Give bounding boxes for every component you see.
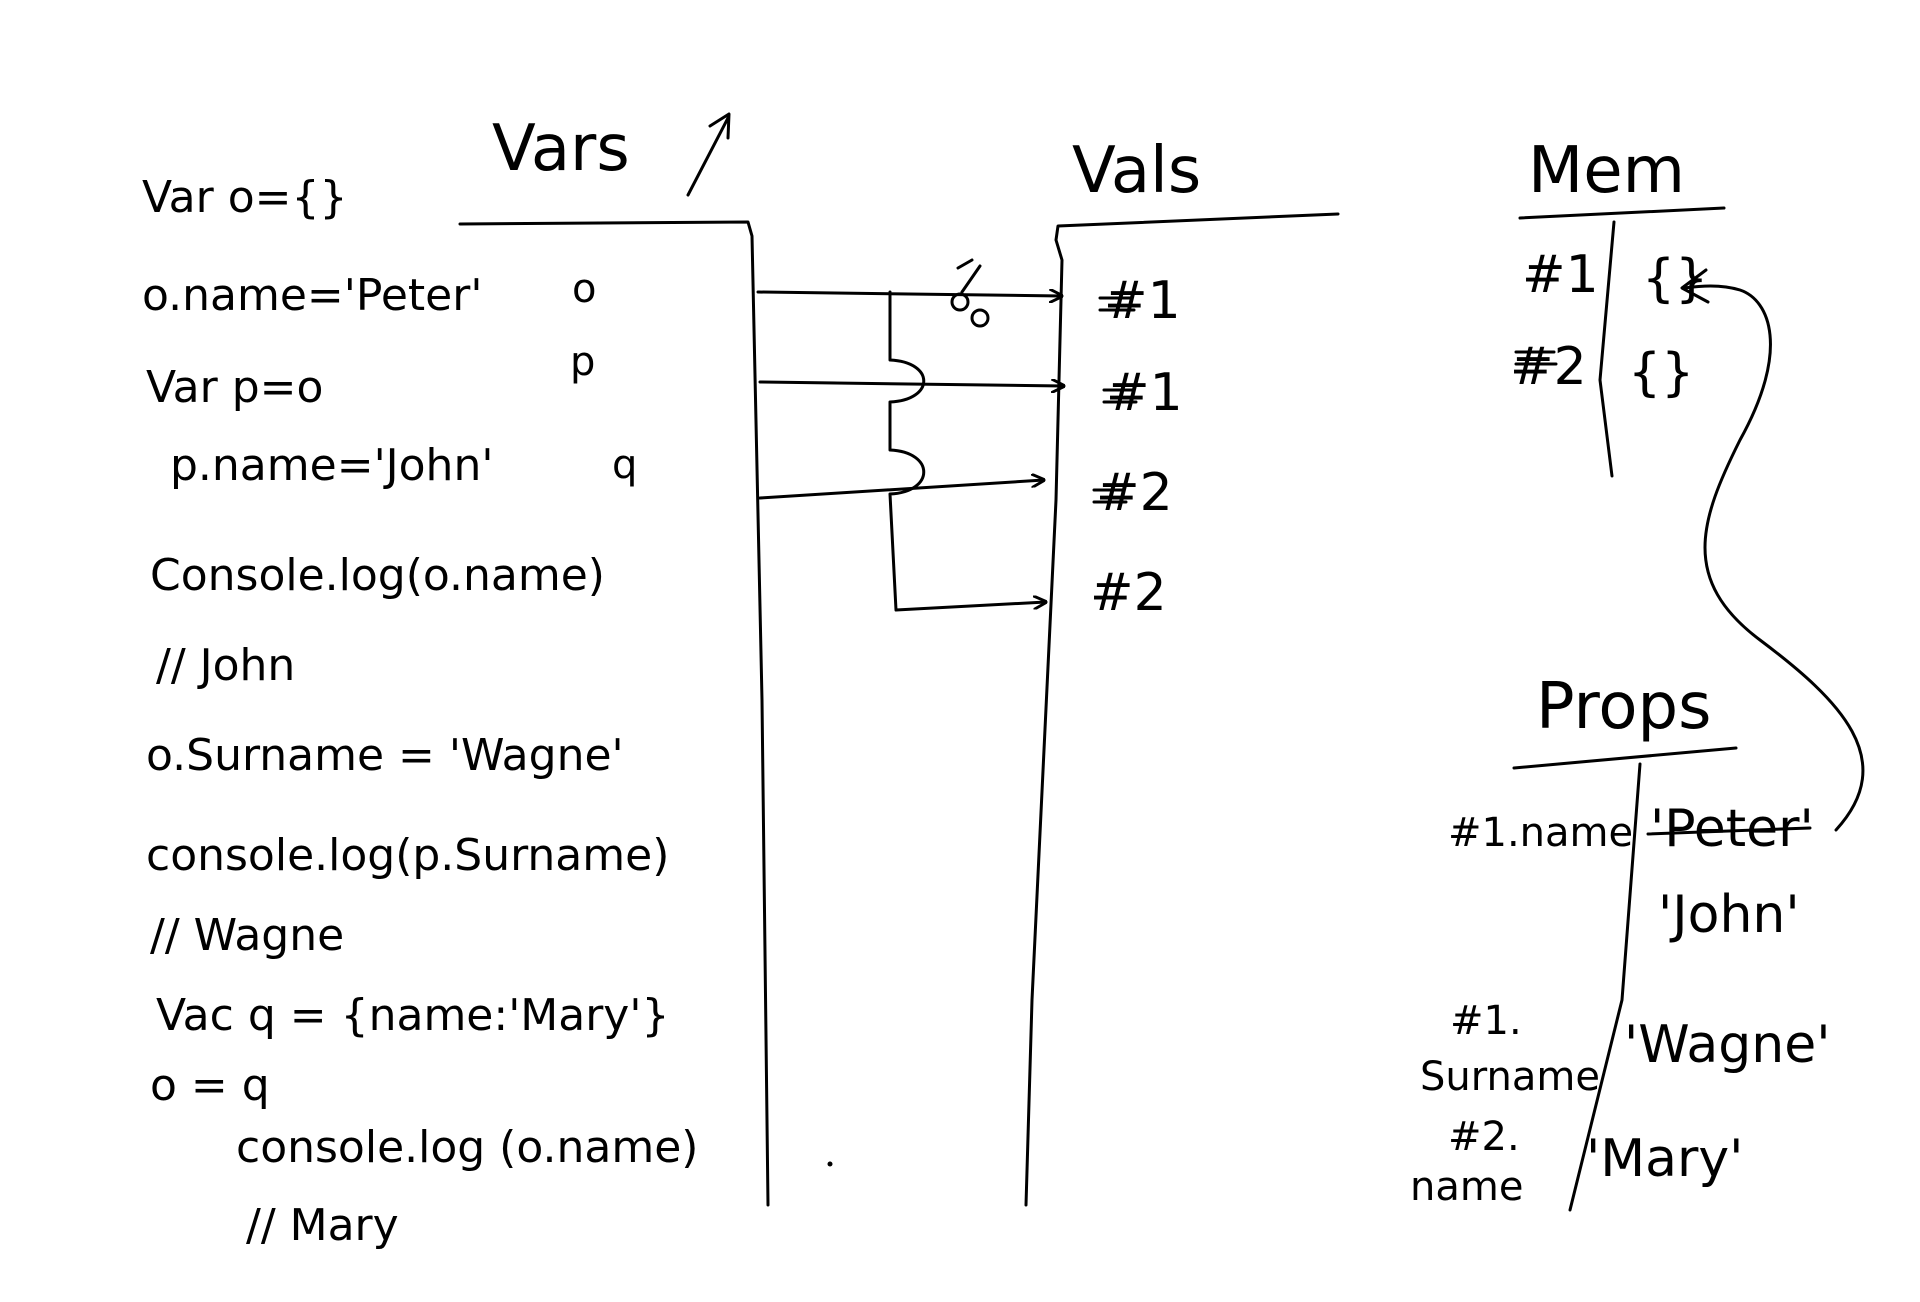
prop-value: 'John' <box>1658 885 1800 945</box>
mem-id: #1 <box>1522 245 1599 305</box>
code-line: Vac q = {name:'Mary'} <box>156 990 669 1041</box>
vars-header: Vars <box>492 112 630 186</box>
code-line: p.name='John' <box>170 440 493 491</box>
code-line: Console.log(o.name) <box>150 550 605 601</box>
up-arrow <box>686 112 731 197</box>
val-entry: #1 <box>1104 271 1181 331</box>
prop-value: 'Wagne' <box>1624 1015 1831 1075</box>
mem-id: #2 <box>1510 337 1587 397</box>
cut-mark <box>950 258 990 328</box>
mem-table: Mem #1 {} #2 {} <box>1510 134 1726 478</box>
arrow-o-rebind <box>888 290 1046 612</box>
prop-key: #2. <box>1448 1114 1520 1160</box>
code-line: console.log (o.name) <box>236 1122 698 1173</box>
code-listing: Var o={} o.name='Peter' Var p=o p.name='… <box>142 172 698 1251</box>
mem-table-border <box>1518 206 1726 478</box>
code-line: Var o={} <box>142 172 348 223</box>
code-line: o.name='Peter' <box>142 270 482 321</box>
mem-header: Mem <box>1528 134 1685 208</box>
var-name: q <box>612 442 637 488</box>
link-arrow-mem1 <box>1682 284 1865 832</box>
arrow-p-binding <box>758 382 1066 386</box>
strike-mark <box>1102 388 1138 404</box>
link-arrowhead <box>1680 268 1710 304</box>
props-table: Props #1.name 'Peter' 'John' #1. Surname… <box>1410 268 1865 1212</box>
val-entry: #2 <box>1090 563 1167 623</box>
code-line: // Mary <box>246 1200 399 1251</box>
prop-key: #1. <box>1450 998 1522 1044</box>
prop-key: #1.name <box>1448 810 1633 856</box>
vals-header: Vals <box>1072 134 1201 208</box>
binding-arrows <box>756 258 1066 612</box>
mem-value: {} <box>1628 343 1694 403</box>
vals-table: Vals #1 #1 #2 #2 <box>1024 134 1340 1207</box>
prop-key: name <box>1410 1164 1523 1210</box>
arrow-q-binding <box>758 480 1044 500</box>
strike-mark <box>1514 350 1558 366</box>
strike-mark <box>1646 826 1812 836</box>
prop-value: 'Mary' <box>1586 1129 1743 1189</box>
prop-key: Surname <box>1420 1054 1600 1100</box>
strike-mark <box>1092 488 1128 504</box>
code-line: o = q <box>150 1060 270 1111</box>
var-name: o <box>572 266 596 312</box>
mem-value: {} <box>1642 249 1708 309</box>
vals-table-border <box>1024 212 1340 1207</box>
val-entry: #2 <box>1096 463 1173 523</box>
val-entry: #1 <box>1106 363 1183 423</box>
ink-dot <box>827 1161 833 1167</box>
arrow-o-binding <box>756 292 1064 296</box>
code-line: // John <box>156 640 295 691</box>
code-line: o.Surname = 'Wagne' <box>146 730 624 781</box>
var-name: p <box>570 339 595 385</box>
props-table-border <box>1512 746 1738 1212</box>
vars-table: Vars o p q <box>458 112 770 1207</box>
props-header: Props <box>1536 670 1712 744</box>
code-line: Var p=o <box>146 362 323 413</box>
code-line: // Wagne <box>150 910 344 961</box>
strike-mark <box>1098 296 1136 312</box>
vars-table-border <box>458 220 770 1207</box>
code-line: console.log(p.Surname) <box>146 830 669 881</box>
